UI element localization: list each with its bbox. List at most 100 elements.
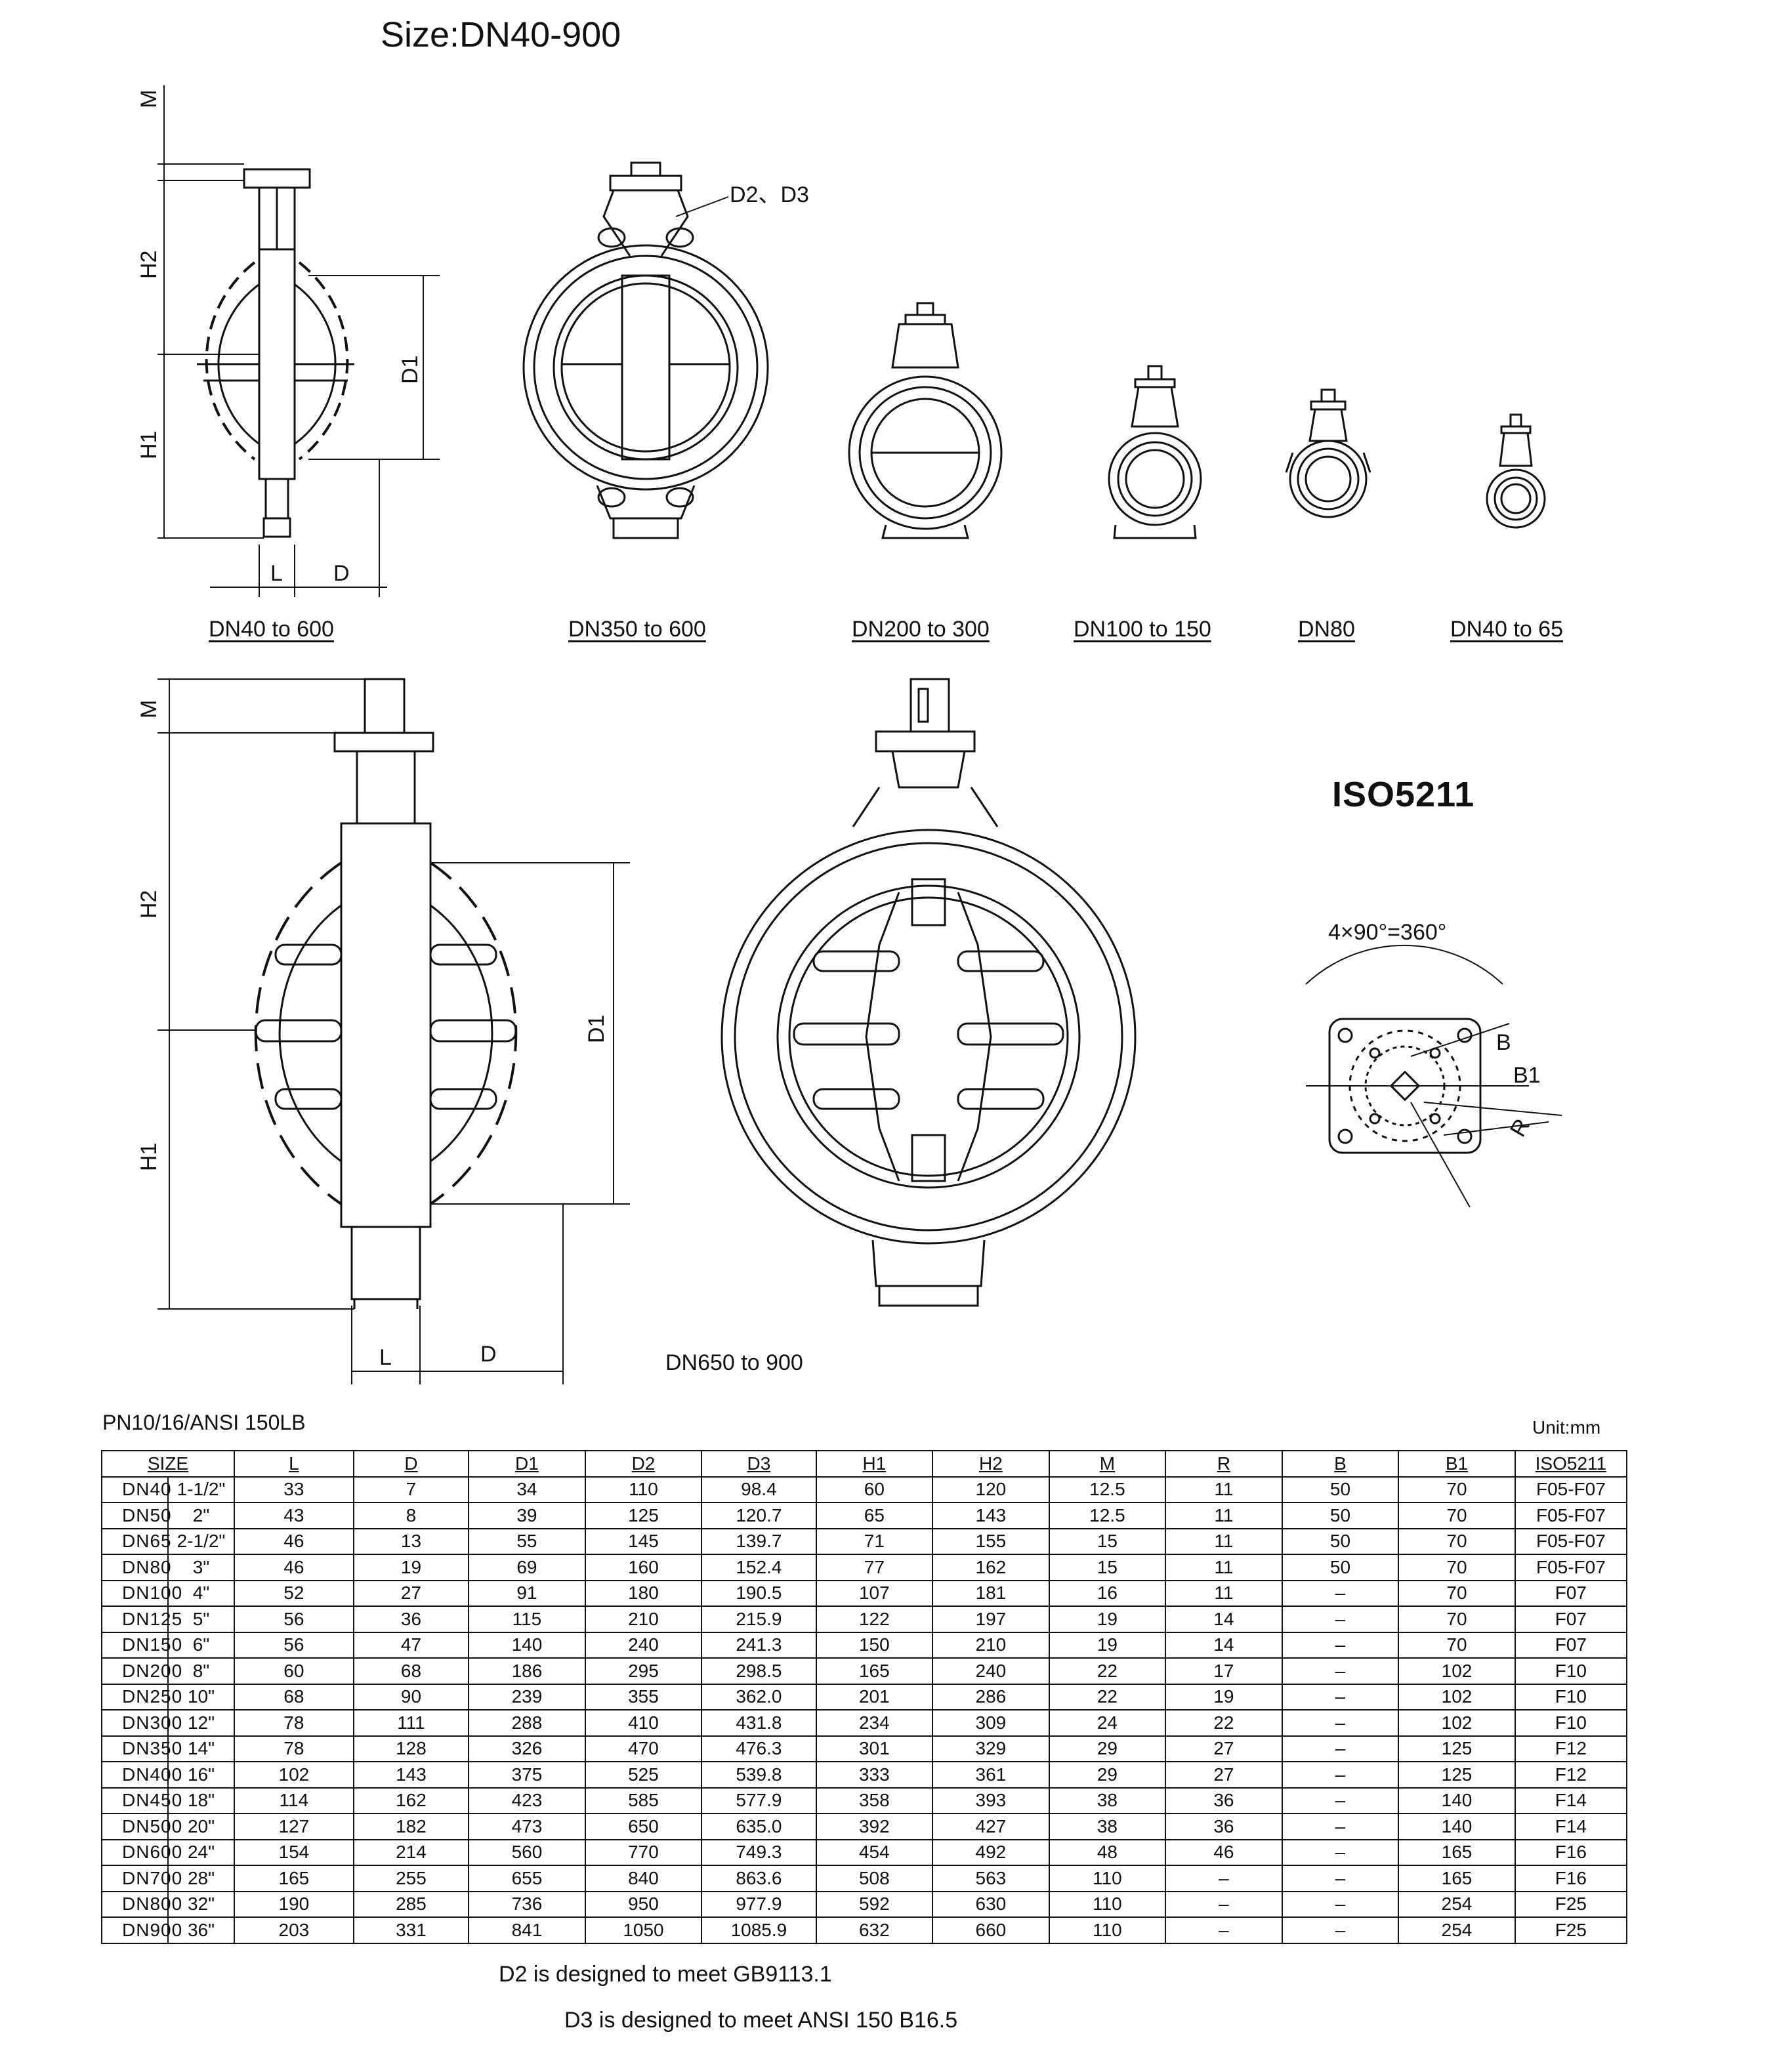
size-inch-cell: 12" (167, 1709, 235, 1737)
dim-d1-label-2: D1 (584, 1015, 609, 1043)
table-cell: 65 (815, 1502, 934, 1529)
table-cell: 56 (233, 1631, 354, 1659)
dim-d2d3-label: D2、D3 (730, 182, 809, 207)
table-cell: 749.3 (701, 1838, 817, 1866)
table-cell: 69 (468, 1554, 586, 1581)
caption-dn40-600: DN40 to 600 (209, 617, 334, 642)
table-cell: 15 (1048, 1554, 1167, 1581)
front-view-dn40-65 (1486, 413, 1546, 529)
table-cell: 143 (352, 1761, 470, 1789)
table-cell: 102 (1398, 1683, 1516, 1710)
table-cell: 24 (1048, 1709, 1167, 1737)
table-cell: F16 (1514, 1838, 1628, 1866)
size-inch-cell: 28" (167, 1865, 235, 1892)
standard-label: PN10/16/ANSI 150LB (102, 1411, 306, 1434)
table-cell: 234 (815, 1709, 934, 1737)
table-cell: 47 (352, 1631, 470, 1659)
size-dn-cell: DN600 (101, 1838, 182, 1866)
size-dn-cell: DN200 (101, 1657, 182, 1685)
table-cell: 70 (1398, 1631, 1516, 1659)
table-cell: 11 (1165, 1579, 1283, 1607)
table-cell: 190.5 (701, 1579, 817, 1607)
table-cell: 165 (1398, 1838, 1516, 1866)
table-cell: 36 (1165, 1787, 1283, 1814)
size-inch-cell: 2-1/2" (167, 1527, 235, 1555)
header-cell: SIZE (101, 1450, 235, 1478)
table-cell: 736 (468, 1890, 586, 1918)
table-cell: 34 (468, 1476, 586, 1503)
table-cell: 12.5 (1048, 1502, 1167, 1529)
table-cell: F07 (1514, 1606, 1628, 1633)
size-inch-cell: 32" (167, 1890, 235, 1918)
table-cell: 15 (1048, 1527, 1167, 1555)
size-inch-cell: 2" (167, 1502, 235, 1529)
size-inch-cell: 36" (167, 1917, 235, 1944)
table-cell: 19 (1165, 1683, 1283, 1710)
table-cell: 1050 (584, 1917, 703, 1944)
table-cell: – (1281, 1787, 1400, 1814)
table-cell: 14 (1165, 1631, 1283, 1659)
table-cell: 68 (233, 1683, 354, 1710)
table-cell: 650 (584, 1813, 703, 1840)
spec-table: SIZE L D D1 D2 D3 H1 H2 M R B B1 ISO5211… (101, 1450, 1628, 1944)
table-cell: 102 (1398, 1657, 1516, 1685)
size-inch-cell: 18" (167, 1787, 235, 1814)
table-cell: – (1281, 1735, 1400, 1762)
table-cell: 840 (584, 1865, 703, 1892)
table-cell: 11 (1165, 1476, 1283, 1503)
table-cell: 254 (1398, 1890, 1516, 1918)
table-cell: F25 (1514, 1890, 1628, 1918)
table-cell: 11 (1165, 1554, 1283, 1581)
dim-h2-label-1: H2 (136, 251, 161, 279)
table-cell: 48 (1048, 1838, 1167, 1866)
table-cell: 16 (1048, 1579, 1167, 1607)
table-cell: F12 (1514, 1735, 1628, 1762)
table-cell: 19 (352, 1554, 470, 1581)
front-view-dn350-600 (522, 161, 769, 539)
size-dn-cell: DN65 (101, 1527, 171, 1555)
table-cell: 114 (233, 1787, 354, 1814)
size-dn-cell: DN80 (101, 1554, 171, 1581)
table-cell: 210 (932, 1631, 1050, 1659)
table-cell: 55 (468, 1527, 586, 1555)
table-cell: 361 (932, 1761, 1050, 1789)
caption-dn200-300: DN200 to 300 (852, 617, 990, 642)
size-inch-cell: 20" (167, 1813, 235, 1840)
table-cell: 355 (584, 1683, 703, 1710)
table-cell: 38 (1048, 1813, 1167, 1840)
table-cell: 14 (1165, 1606, 1283, 1633)
table-cell: 182 (352, 1813, 470, 1840)
table-cell: 102 (1398, 1709, 1516, 1737)
table-cell: 427 (932, 1813, 1050, 1840)
table-cell: 36 (1165, 1813, 1283, 1840)
table-cell: 329 (932, 1735, 1050, 1762)
size-dn-cell: DN50 (101, 1502, 171, 1529)
size-inch-cell: 5" (167, 1606, 235, 1633)
table-cell: 160 (584, 1554, 703, 1581)
page-title: Size:DN40-900 (381, 15, 621, 54)
table-cell: – (1281, 1890, 1400, 1918)
table-cell: – (1281, 1683, 1400, 1710)
table-cell: 46 (1165, 1838, 1283, 1866)
table-cell: 539.8 (701, 1761, 817, 1789)
table-cell: 375 (468, 1761, 586, 1789)
table-cell: – (1281, 1606, 1400, 1633)
size-dn-cell: DN700 (101, 1865, 182, 1892)
table-cell: 203 (233, 1917, 354, 1944)
dim-l-label-1: L (270, 561, 283, 586)
table-cell: 331 (352, 1917, 470, 1944)
dim-h1-label-2: H1 (136, 1143, 161, 1171)
table-cell: 128 (352, 1735, 470, 1762)
size-inch-cell: 3" (167, 1554, 235, 1581)
table-cell: 863.6 (701, 1865, 817, 1892)
table-cell: 110 (584, 1476, 703, 1503)
table-cell: 423 (468, 1787, 586, 1814)
front-view-large (721, 678, 1137, 1307)
dim-h2-label-2: H2 (136, 890, 161, 919)
table-cell: 326 (468, 1735, 586, 1762)
